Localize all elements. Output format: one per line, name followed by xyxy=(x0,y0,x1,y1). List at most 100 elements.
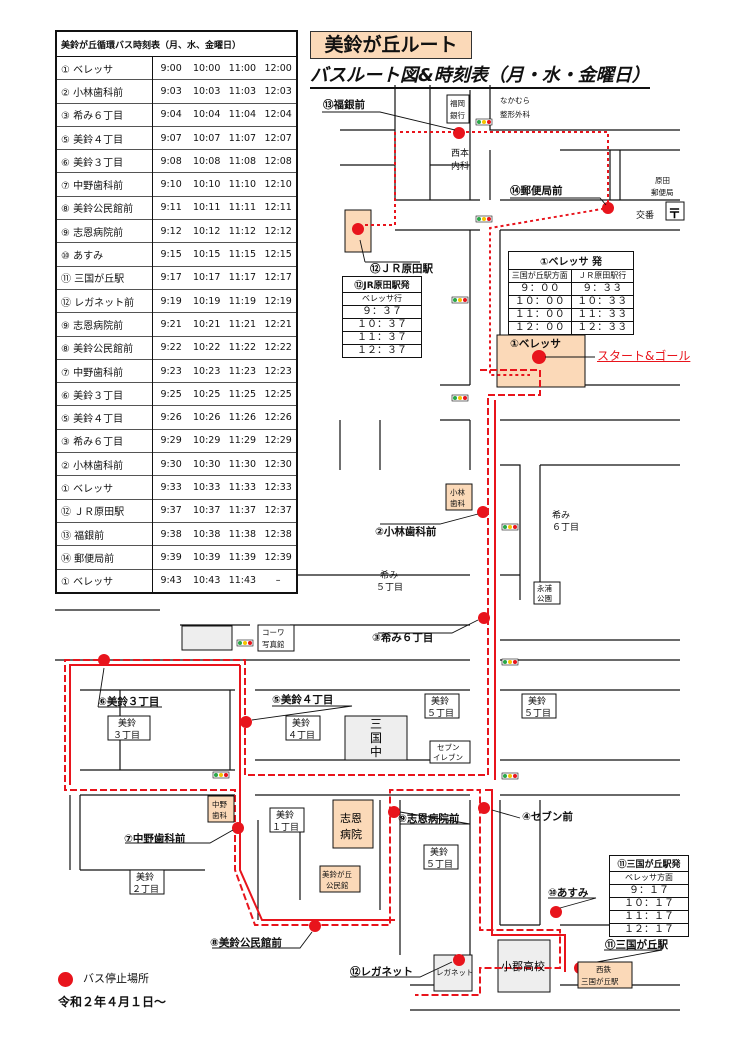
timetable-time: 12:25 xyxy=(260,382,297,406)
stop-9[interactable] xyxy=(388,806,400,818)
svg-text:レガネット: レガネット xyxy=(436,967,474,977)
svg-text:福岡: 福岡 xyxy=(450,99,465,108)
harada-departure-box: ⑫JR原田駅発 ベレッサ行 ９：３７ １０：３７ １１：３７ １２：３７ xyxy=(342,276,422,358)
svg-text:中: 中 xyxy=(370,744,382,759)
timetable-stop: ⑪ 三国が丘駅 xyxy=(56,265,154,290)
stop-12-jr[interactable] xyxy=(352,223,364,235)
timetable-time: 10:17 xyxy=(188,265,225,290)
timetable-time: 12:33 xyxy=(260,475,297,500)
svg-text:国: 国 xyxy=(370,731,382,745)
svg-text:原田: 原田 xyxy=(655,176,670,185)
timetable-time: 9:30 xyxy=(152,452,189,476)
timetable-stop: ⑫ レガネット前 xyxy=(56,288,154,313)
timetable-time: 9:22 xyxy=(152,335,189,360)
timetable-time: 11:03 xyxy=(224,79,261,104)
timetable-stop: ⑦ 中野歯科前 xyxy=(56,172,154,197)
timetable-stop: ② 小林歯科前 xyxy=(56,452,154,476)
timetable-time: 9:08 xyxy=(152,149,189,173)
effective-date: 令和２年４月１日～ xyxy=(58,995,167,1009)
stop-14[interactable] xyxy=(602,202,614,214)
stop-13[interactable] xyxy=(453,127,465,139)
timetable-time: 9:00 xyxy=(152,55,189,80)
timetable-time: 9:26 xyxy=(152,405,189,430)
timetable-time: 11:30 xyxy=(224,452,261,476)
stop-8[interactable] xyxy=(309,920,321,932)
timetable-time: 9:03 xyxy=(152,79,189,104)
svg-text:整形外科: 整形外科 xyxy=(500,109,530,119)
timetable-time: 12:30 xyxy=(260,452,297,476)
svg-text:三: 三 xyxy=(370,717,382,731)
svg-text:美鈴: 美鈴 xyxy=(431,695,449,707)
landmarks: 福岡 銀行 なかむら 整形外科 西本 内科 原田 郵便局 交番 〒 小林 歯科 … xyxy=(107,96,681,989)
svg-text:西鉄: 西鉄 xyxy=(596,964,611,974)
stop-6[interactable] xyxy=(98,654,110,666)
timetable-time: 10:12 xyxy=(188,219,225,243)
pointer-lines xyxy=(97,111,663,978)
timetable-time: 12:23 xyxy=(260,358,297,383)
stop-3[interactable] xyxy=(478,612,490,624)
svg-text:歯科: 歯科 xyxy=(212,810,227,820)
timetable-time: 12:19 xyxy=(260,288,297,313)
timetable-time: 10:19 xyxy=(188,288,225,313)
timetable-stop: ⑤ 美鈴４丁目 xyxy=(56,125,154,150)
timetable-time: – xyxy=(260,568,297,593)
label-stop-13: ⑬福銀前 xyxy=(323,98,365,111)
stop-1[interactable] xyxy=(532,350,546,364)
timetable-time: 12:26 xyxy=(260,405,297,430)
label-stop-12: ⑫レガネット xyxy=(350,965,413,978)
stop-12[interactable] xyxy=(453,954,465,966)
timetable-stop: ⑬ 福銀前 xyxy=(56,521,154,546)
svg-text:なかむら: なかむら xyxy=(500,96,530,105)
timetable-time: 9:33 xyxy=(152,475,189,500)
timetable-time: 11:22 xyxy=(224,335,261,360)
svg-text:永浦: 永浦 xyxy=(537,583,552,593)
timetable-time: 9:04 xyxy=(152,102,189,127)
svg-text:志恩: 志恩 xyxy=(340,812,362,825)
timetable-time: 11:33 xyxy=(224,475,261,500)
svg-text:３丁目: ３丁目 xyxy=(113,730,140,741)
timetable-time: 10:21 xyxy=(188,312,225,337)
timetable-time: 12:39 xyxy=(260,545,297,570)
route-lines xyxy=(64,131,609,996)
svg-text:病院: 病院 xyxy=(340,827,362,841)
stop-4[interactable] xyxy=(478,802,490,814)
timetable-stop: ⑥ 美鈴３丁目 xyxy=(56,149,154,173)
stop-10[interactable] xyxy=(550,906,562,918)
timetable-stop: ⑨ 志恩病院前 xyxy=(56,219,154,243)
svg-text:希み: 希み xyxy=(552,509,570,521)
timetable-time: 10:37 xyxy=(188,498,225,523)
stop-2[interactable] xyxy=(477,506,489,518)
timetable-time: 12:12 xyxy=(260,219,297,243)
timetable-time: 10:25 xyxy=(188,382,225,406)
svg-text:美鈴: 美鈴 xyxy=(276,809,294,821)
svg-text:交番: 交番 xyxy=(636,209,654,221)
timetable-time: 10:04 xyxy=(188,102,225,127)
label-stop-11: ⑪三国が丘駅 xyxy=(605,938,668,951)
timetable-stop: ⑧ 美鈴公民館前 xyxy=(56,335,154,360)
label-stop-6: ⑥美鈴３丁目 xyxy=(98,695,159,708)
svg-text:中野: 中野 xyxy=(212,799,227,809)
timetable-time: 9:43 xyxy=(152,568,189,593)
timetable-time: 9:29 xyxy=(152,428,189,453)
timetable-time: 12:03 xyxy=(260,79,297,104)
svg-text:西本: 西本 xyxy=(451,147,469,159)
timetable-stop: ① ベレッサ xyxy=(56,475,154,500)
stop-5[interactable] xyxy=(240,716,252,728)
label-stop-7: ⑦中野歯科前 xyxy=(124,832,186,845)
timetable-time: 12:22 xyxy=(260,335,297,360)
stop-7[interactable] xyxy=(232,822,244,834)
timetable-time: 9:15 xyxy=(152,242,189,267)
